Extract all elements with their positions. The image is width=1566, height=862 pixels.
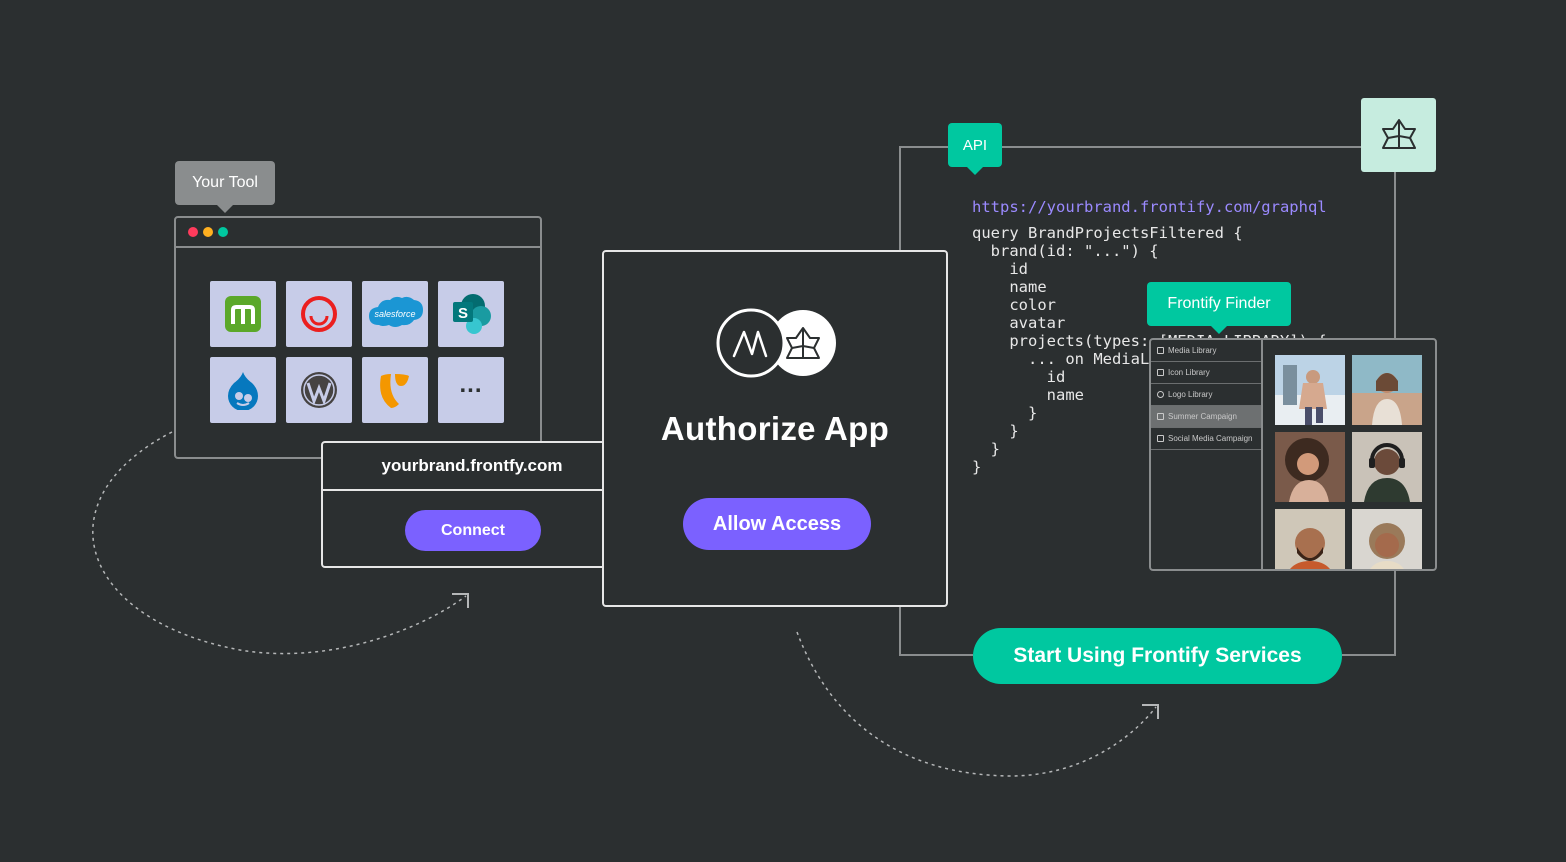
app-logos	[716, 308, 836, 378]
salesforce-icon: salesforce	[369, 296, 423, 327]
woman-smiling-at-sea	[1352, 355, 1422, 425]
sharepoint-icon: S	[453, 294, 491, 334]
library-item[interactable]: Social Media Campaign	[1151, 428, 1261, 450]
code-line: }	[972, 458, 982, 476]
code-line: }	[972, 440, 1000, 458]
brand-url: yourbrand.frontfy.com	[323, 443, 621, 491]
authorize-title: Authorize App	[660, 410, 890, 447]
folder-icon	[1157, 435, 1164, 442]
code-line: name	[972, 386, 1084, 404]
person-in-snow	[1275, 355, 1345, 425]
authorize-card: Authorize App Allow Access	[602, 250, 948, 607]
app-logo-icon	[716, 308, 786, 378]
integration-tile-wordpress[interactable]	[286, 357, 352, 423]
library-icon	[1157, 391, 1164, 398]
code-line: id	[972, 260, 1028, 278]
asset-thumbnail[interactable]	[1352, 509, 1422, 569]
asset-thumbnail[interactable]	[1352, 355, 1422, 425]
sitecore-icon	[301, 296, 337, 332]
mural-icon	[225, 296, 261, 332]
tool-window: salesforce S ...	[174, 216, 542, 459]
library-icon	[1157, 347, 1164, 354]
frontify-finder-label: Frontify Finder	[1147, 282, 1291, 334]
frontify-finder-window: Media Library Icon Library Logo Library …	[1149, 338, 1437, 571]
asset-thumbnail[interactable]	[1275, 432, 1345, 502]
code-line: avatar	[972, 314, 1066, 332]
allow-access-button[interactable]: Allow Access	[683, 498, 871, 550]
connect-card: yourbrand.frontfy.com Connect	[321, 441, 623, 568]
library-icon	[1157, 369, 1164, 376]
typo3-icon	[380, 374, 409, 408]
integration-tile-more[interactable]: ...	[438, 357, 504, 423]
code-line: name	[972, 278, 1047, 296]
integration-tile-mural[interactable]	[210, 281, 276, 347]
asset-thumbnail[interactable]	[1352, 432, 1422, 502]
integration-tile-salesforce[interactable]: salesforce	[362, 281, 428, 347]
integration-tile-drupal[interactable]	[210, 357, 276, 423]
api-label: API	[948, 123, 1002, 175]
integration-tile-sitecore[interactable]	[286, 281, 352, 347]
connect-button[interactable]: Connect	[405, 510, 541, 551]
start-using-button[interactable]: Start Using Frontify Services	[973, 628, 1342, 684]
svg-text:salesforce: salesforce	[374, 309, 415, 319]
minimize-dot-icon[interactable]	[203, 227, 213, 237]
frontify-logo-tile	[1361, 98, 1436, 172]
tool-window-titlebar	[176, 218, 540, 248]
finder-library-list: Media Library Icon Library Logo Library …	[1151, 340, 1263, 569]
wordpress-icon	[301, 372, 337, 408]
woman-laughing	[1352, 509, 1422, 569]
integration-tile-typo3[interactable]	[362, 357, 428, 423]
man-with-headphones	[1352, 432, 1422, 502]
library-item[interactable]: Logo Library	[1151, 384, 1261, 406]
integration-tile-sharepoint[interactable]: S	[438, 281, 504, 347]
bearded-man-smiling	[1275, 509, 1345, 569]
code-line: brand(id: "...") {	[972, 242, 1159, 260]
maximize-dot-icon[interactable]	[218, 227, 228, 237]
woman-with-curly-hair	[1275, 432, 1345, 502]
code-line: id	[972, 368, 1066, 386]
asset-thumbnail[interactable]	[1275, 509, 1345, 569]
library-item-selected[interactable]: Summer Campaign	[1151, 406, 1261, 428]
graphql-endpoint: https://yourbrand.frontify.com/graphql	[972, 198, 1327, 216]
your-tool-label: Your Tool	[175, 161, 275, 213]
svg-text:S: S	[458, 305, 468, 322]
library-item[interactable]: Icon Library	[1151, 362, 1261, 384]
code-line: }	[972, 404, 1038, 422]
code-line: query BrandProjectsFiltered {	[972, 224, 1243, 242]
frontify-logo-icon	[1381, 119, 1416, 149]
folder-icon	[1157, 413, 1164, 420]
library-item[interactable]: Media Library	[1151, 340, 1261, 362]
code-line: }	[972, 422, 1019, 440]
code-line: color	[972, 296, 1056, 314]
close-dot-icon[interactable]	[188, 227, 198, 237]
drupal-icon	[228, 372, 258, 410]
more-icon: ...	[459, 371, 483, 398]
asset-thumbnail[interactable]	[1275, 355, 1345, 425]
